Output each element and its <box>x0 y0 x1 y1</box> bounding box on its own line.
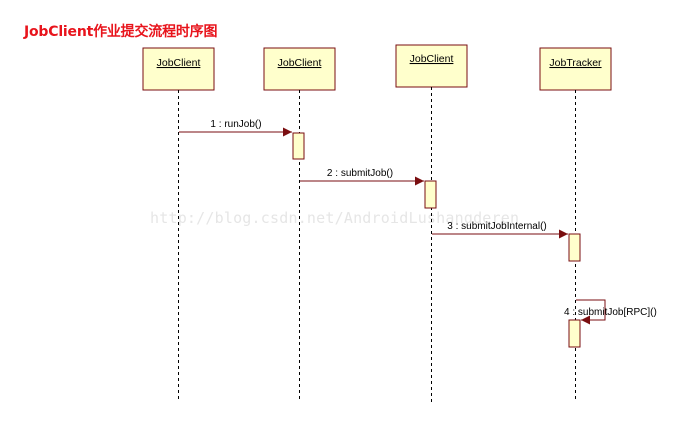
lifeline-1-label: JobClient <box>157 57 201 69</box>
message-3-label: 3 : submitJobInternal() <box>447 221 547 232</box>
lifeline-4-box[interactable] <box>539 47 612 91</box>
activation-bar-lifeline-4[interactable] <box>568 233 581 262</box>
lifeline-2-label: JobClient <box>278 57 322 69</box>
message-4-arrow[interactable] <box>576 299 606 325</box>
message-4-label: 4 : submitJob[RPC]() <box>564 307 657 318</box>
activation-bar-lifeline-2[interactable] <box>292 132 305 160</box>
message-4: 4 : submitJob[RPC]() <box>564 299 657 325</box>
activation-bar-lifeline-4-self[interactable] <box>568 319 581 348</box>
activation-bar-lifeline-3[interactable] <box>424 180 437 209</box>
lifeline-1-box[interactable] <box>142 47 215 91</box>
lifeline-2: JobClient <box>263 47 336 402</box>
message-2: 2 : submitJob() <box>300 168 424 186</box>
lifeline-2-box[interactable] <box>263 47 336 91</box>
lifeline-3-label: JobClient <box>410 53 454 65</box>
message-2-label: 2 : submitJob() <box>327 168 393 179</box>
lifeline-1: JobClient <box>142 47 215 402</box>
message-1: 1 : runJob() <box>179 119 292 137</box>
message-3: 3 : submitJobInternal() <box>432 221 568 239</box>
lifeline-4-label: JobTracker <box>549 57 602 69</box>
lifeline-3: JobClient <box>395 44 468 402</box>
diagram-title: JobClient作业提交流程时序图 <box>24 24 218 40</box>
message-1-label: 1 : runJob() <box>210 119 261 130</box>
lifeline-3-box[interactable] <box>395 44 468 88</box>
watermark-text: http://blog.csdn.net/AndroidLushangderen <box>150 209 520 227</box>
lifeline-4: JobTracker <box>539 47 612 402</box>
